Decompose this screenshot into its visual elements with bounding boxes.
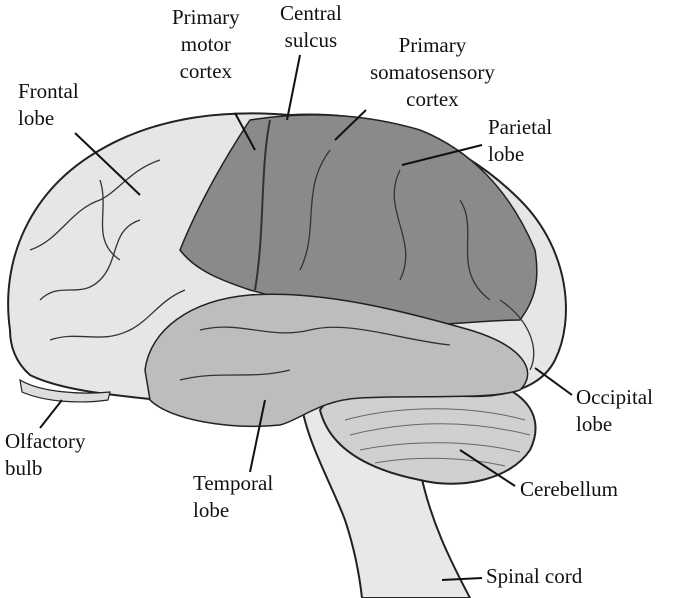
- label-line: lobe: [18, 106, 55, 130]
- label-line: cortex: [406, 87, 459, 111]
- label-line: Central: [280, 1, 342, 25]
- label-olfactory-bulb: Olfactory bulb: [5, 428, 85, 482]
- label-temporal-lobe: Temporal lobe: [193, 470, 273, 524]
- label-line: Primary: [398, 33, 467, 57]
- label-line: somatosensory: [370, 60, 495, 84]
- leader-lines: [39, 54, 573, 581]
- temporal-lobe-shape: [144, 293, 529, 428]
- label-occipital-lobe: Occipital lobe: [576, 384, 653, 438]
- label-line: Temporal: [193, 471, 274, 495]
- label-line: sulcus: [284, 28, 338, 52]
- label-line: lobe: [488, 142, 525, 166]
- label-line: Cerebellum: [520, 477, 618, 501]
- label-line: Spinal cord: [486, 564, 583, 588]
- label-parietal-lobe: Parietal lobe: [488, 114, 552, 168]
- label-line: cortex: [179, 59, 233, 83]
- label-primary-motor-cortex: Primary motor cortex: [172, 4, 240, 85]
- label-line: Olfactory: [5, 429, 86, 453]
- label-line: Frontal: [18, 79, 79, 103]
- label-line: Primary: [172, 5, 240, 29]
- label-primary-somatosensory-cortex: Primary somatosensory cortex: [370, 32, 495, 113]
- label-line: Parietal: [488, 115, 553, 139]
- label-line: lobe: [576, 412, 613, 436]
- olfactory-bulb-shape: [19, 378, 111, 403]
- label-line: Occipital: [576, 385, 653, 409]
- label-cerebellum: Cerebellum: [520, 476, 618, 503]
- label-line: motor: [180, 32, 231, 56]
- label-line: bulb: [5, 456, 43, 480]
- label-spinal-cord: Spinal cord: [486, 563, 582, 590]
- label-line: lobe: [193, 498, 230, 522]
- label-central-sulcus: Central sulcus: [280, 0, 342, 54]
- label-frontal-lobe: Frontal lobe: [18, 78, 79, 132]
